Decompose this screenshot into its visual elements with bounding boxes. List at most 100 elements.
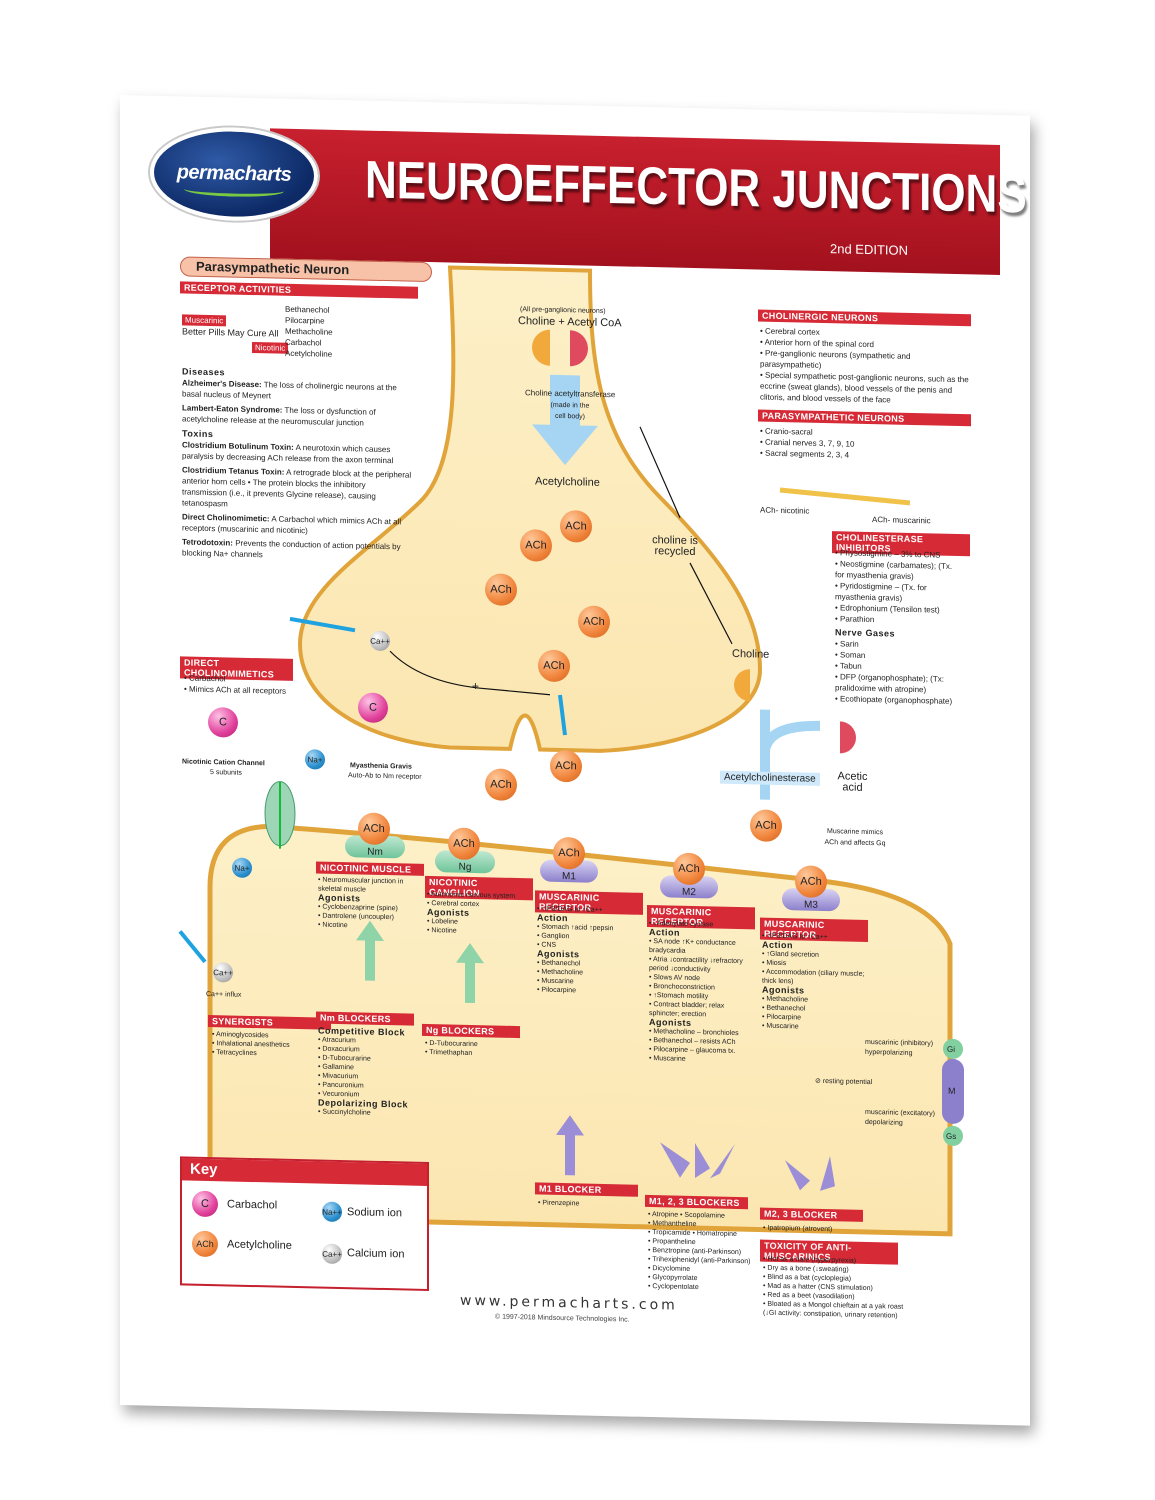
carbachol-key-icon: C <box>192 1190 218 1218</box>
list-item: • Trimethaphan <box>425 1048 473 1057</box>
hyperpolarizing-label: hyperpolarizing <box>865 1048 913 1057</box>
m-receptor-capsule <box>942 1058 964 1124</box>
postsynaptic-ca-arrow <box>178 930 207 964</box>
diseases-toxins-section: Diseases Alzheimer's Disease: The loss o… <box>182 366 412 563</box>
ach-molecule: ACh <box>553 836 585 870</box>
ach-nicotinic-label: ACh- nicotinic <box>760 505 810 516</box>
m23-blocked-arrows <box>785 1156 835 1191</box>
enzyme-note: (made in the cell body) <box>550 401 590 421</box>
muscarinic-tag: Muscarinic <box>182 314 227 327</box>
gi-protein <box>943 1038 963 1059</box>
nicotinic-ganglion-list: • Autonomic nervous system • Cerebral co… <box>427 890 527 937</box>
cholinergic-neurons-list: • Cerebral cortex • Anterior horn of the… <box>760 326 970 408</box>
gi-label: Gi <box>947 1044 955 1054</box>
sodium-ion: Na+ <box>232 857 252 878</box>
m23-blocker-header: M2, 3 BLOCKER <box>760 1207 863 1222</box>
list-item: • Pirenzepine <box>538 1199 580 1208</box>
list-item: • Bloated as a Mongol chieftain at a yak… <box>763 1300 904 1320</box>
ach-key-icon: ACh <box>192 1230 218 1258</box>
ach-molecule: ACh <box>485 573 517 607</box>
calcium-key-label: Calcium ion <box>347 1247 405 1261</box>
channel-desc: 5 subunits <box>210 769 242 777</box>
recycle-arrow-upper <box>639 426 681 518</box>
m1-blocked-arrow <box>556 1115 584 1176</box>
ach-molecule: ACh <box>673 852 705 886</box>
parasympathetic-neurons-list: • Cranio-sacral • Cranial nerves 3, 7, 9… <box>760 426 854 461</box>
acetylcholinesterase-label: Acetylcholinesterase <box>720 770 820 786</box>
nm-blockers-list: Competitive Block • Atracurium • Doxacur… <box>318 1025 408 1118</box>
carbachol-molecule: C <box>358 692 388 724</box>
ach-receptor-illustration <box>779 487 911 506</box>
esterase-arrow <box>760 709 821 800</box>
calcium-ion: Ca++ <box>370 630 390 652</box>
toxicity-list: • Hot as a hare (hyperpyrexia) • Dry as … <box>763 1255 913 1321</box>
muscarine-note: Muscarine mimics ACh and affects Gq <box>824 828 886 848</box>
acetylcholine-label: Acetylcholine <box>535 475 600 489</box>
ach-molecule: ACh <box>750 809 782 843</box>
list-item: • Special sympathetic post-ganglionic ne… <box>760 370 969 405</box>
ng-blockers-header: Ng BLOCKERS <box>422 1023 520 1039</box>
nm-blockers-header: Nm BLOCKERS <box>316 1011 414 1026</box>
recycled-choline-half <box>734 669 750 702</box>
substrates-label: Choline + Acetyl CoA <box>518 315 622 330</box>
toxin-item: Direct Cholinomimetic: A Carbachol which… <box>182 512 402 536</box>
ach-molecule: ACh <box>358 812 390 846</box>
calcium-ion: Ca++ <box>213 962 233 983</box>
acetic-acid-half <box>840 721 856 754</box>
reference-chart-sheet: permacharts NEUROEFFECTOR JUNCTIONS 2nd … <box>120 95 1030 1426</box>
list-item: • Sacral segments 2, 3, 4 <box>760 448 850 460</box>
ach-molecule: ACh <box>550 749 582 783</box>
ca-influx-arrow <box>289 616 356 633</box>
cholinesterase-inhibitors-list: • Physostigmine – 3% to CNS • Neostigmin… <box>835 547 960 707</box>
list-item: • Ipatropium (atrovent) <box>763 1224 833 1234</box>
ach-molecule: ACh <box>538 649 570 683</box>
list-item: • SA node ↑K+ conductance bradycardia <box>649 938 736 955</box>
gs-label: Gs <box>946 1131 957 1141</box>
gs-protein <box>943 1125 963 1146</box>
m3-receptor-list: • ↑IP3/DAG to ↑Ca++ Action • ↑Gland secr… <box>762 932 872 1033</box>
m-label: M <box>948 1085 956 1096</box>
resting-potential-label: ⊘ resting potential <box>815 1077 873 1087</box>
synthesis-arrow <box>532 374 598 466</box>
carbachol-molecule: C <box>208 706 238 738</box>
choline-label: Choline <box>732 647 770 661</box>
m123-blockers-header: M1, 2, 3 BLOCKERS <box>645 1194 748 1210</box>
ach-molecule: ACh <box>520 529 552 562</box>
m123-blockers-list: • Atropine • Scopolamine • Methantheline… <box>648 1210 750 1293</box>
list-item: • Parathion <box>835 614 875 625</box>
ach-key-label: Acetylcholine <box>227 1238 292 1252</box>
choline-half <box>532 329 550 366</box>
nm-blocked-arrow <box>356 920 384 981</box>
list-item: • DFP (organophosphate); (Tx: pralidoxim… <box>835 672 944 695</box>
acetyl-coa-half <box>570 330 588 367</box>
m123-blocked-arrows <box>660 1142 735 1179</box>
sodium-key-icon: Na++ <box>322 1201 342 1223</box>
m23-blocker-list: • Ipatropium (atrovent) <box>763 1223 832 1236</box>
key-title: Key <box>182 1158 427 1186</box>
m1-receptor-list: • ↑IP3/DAG to ↑Ca++ Action • Stomach ↑ac… <box>537 904 637 996</box>
toxin-item: Clostridium Tetanus Toxin: A retrograde … <box>182 465 412 509</box>
nicotinic-muscle-header: NICOTINIC MUSCLE <box>316 861 424 876</box>
m1-blocker-header: M1 BLOCKER <box>535 1182 638 1197</box>
drug-item: Acetylcholine <box>285 348 333 359</box>
ng-blockers-list: • D-Tubocurarine • Trimethaphan <box>425 1039 478 1058</box>
acetic-acid-label: Acetic acid <box>837 770 868 794</box>
calcium-key-icon: Ca++ <box>322 1243 342 1265</box>
release-arrow <box>558 694 567 736</box>
list-item: • Tetracyclines <box>212 1049 257 1058</box>
list-item: • Pyridostigmine – (Tx. for myasthenia g… <box>835 581 927 603</box>
receptor-drug-list: Bethanechol Pilocarpine Methacholine Car… <box>285 304 333 360</box>
plus-symbol: + <box>472 678 480 694</box>
nicotinic-muscle-list: • Neuromuscular junction in skeletal mus… <box>318 875 418 931</box>
ach-molecule: ACh <box>578 605 610 639</box>
depolarizing-label: depolarizing <box>865 1118 903 1127</box>
synergists-list: • Aminoglycosides • Inhalational anesthe… <box>212 1030 290 1059</box>
myasthenia-desc: Auto-Ab to Nm receptor <box>348 772 422 781</box>
ach-molecule: ACh <box>448 827 480 861</box>
toxin-item: Clostridium Botulinum Toxin: A neurotoxi… <box>182 440 394 466</box>
ca-path-arrow <box>389 650 551 696</box>
legend-key: Key C Carbachol ACh Acetylcholine Na++ S… <box>180 1156 429 1292</box>
list-item: • Mimics ACh at all receptors <box>184 684 286 696</box>
ach-muscarinic-label: ACh- muscarinic <box>872 515 931 526</box>
disease-item: Lambert-Eaton Syndrome: The loss or dysf… <box>182 403 376 428</box>
